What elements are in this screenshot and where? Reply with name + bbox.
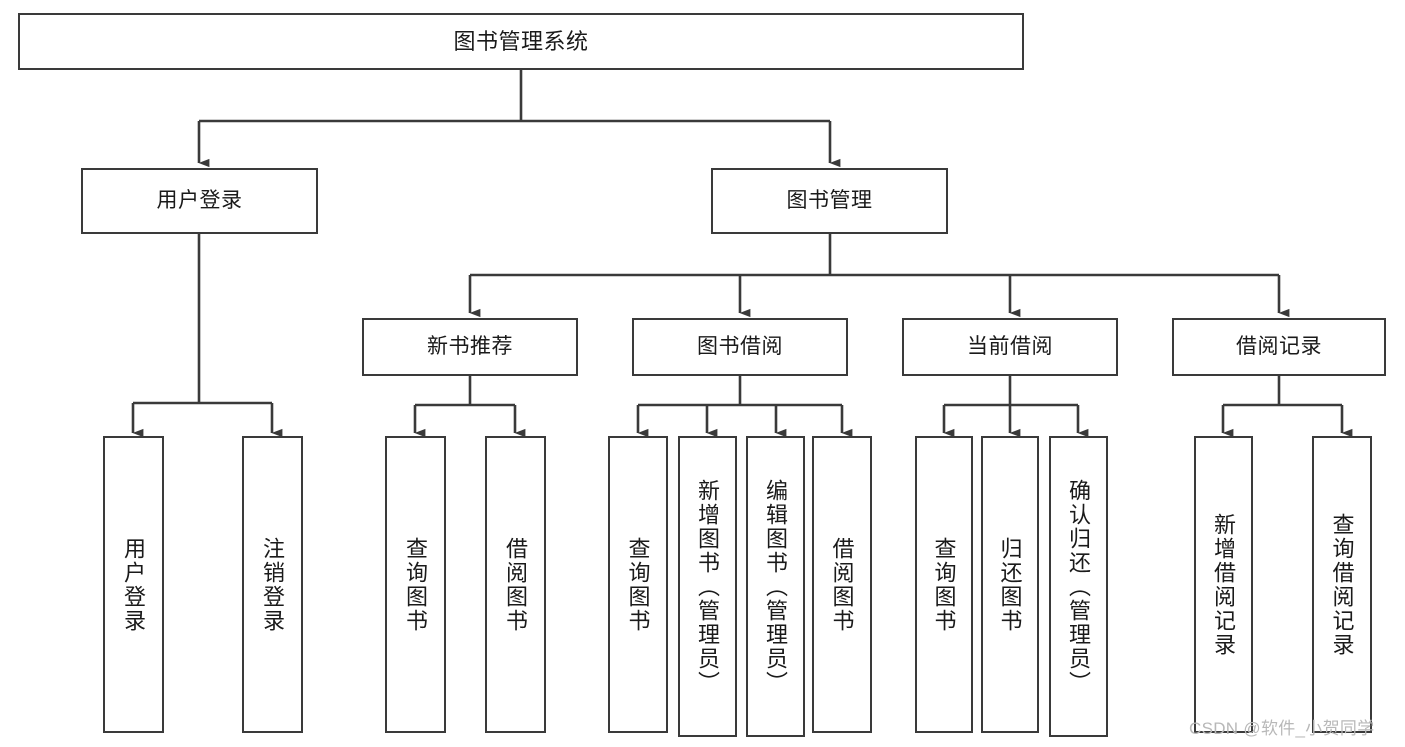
leaf-add-book-label: 新增图书（管理员）	[695, 478, 721, 695]
leaf-user-login-label: 用户登录	[121, 536, 147, 633]
node-new-book-recommend-label: 新书推荐	[427, 334, 513, 358]
leaf-query-book-3-label: 查询图书	[931, 536, 957, 633]
node-borrow-record[interactable]: 借阅记录	[1172, 318, 1386, 376]
leaf-query-record-label: 查询借阅记录	[1329, 512, 1355, 657]
leaf-query-book-2[interactable]: 查询图书	[608, 436, 668, 733]
node-current-borrow[interactable]: 当前借阅	[902, 318, 1118, 376]
leaf-borrow-book-2[interactable]: 借阅图书	[812, 436, 872, 733]
node-user-login[interactable]: 用户登录	[81, 168, 318, 234]
leaf-edit-book-label: 编辑图书（管理员）	[763, 478, 789, 695]
node-root-label: 图书管理系统	[453, 28, 589, 54]
leaf-borrow-book-2-label: 借阅图书	[829, 536, 855, 633]
leaf-query-book-1-label: 查询图书	[403, 536, 429, 633]
csdn-watermark: CSDN @软件_小贺同学	[1189, 719, 1375, 738]
leaf-edit-book[interactable]: 编辑图书（管理员）	[746, 436, 805, 737]
leaf-confirm-return[interactable]: 确认归还（管理员）	[1049, 436, 1108, 737]
leaf-add-record[interactable]: 新增借阅记录	[1194, 436, 1253, 733]
node-book-borrow-label: 图书借阅	[697, 334, 783, 358]
node-new-book-recommend[interactable]: 新书推荐	[362, 318, 578, 376]
leaf-confirm-return-label: 确认归还（管理员）	[1066, 478, 1092, 695]
leaf-query-record[interactable]: 查询借阅记录	[1312, 436, 1372, 733]
node-borrow-record-label: 借阅记录	[1236, 334, 1322, 358]
leaf-query-book-1[interactable]: 查询图书	[385, 436, 446, 733]
leaf-query-book-3[interactable]: 查询图书	[915, 436, 973, 733]
node-book-manage-label: 图书管理	[786, 188, 873, 212]
leaf-user-login[interactable]: 用户登录	[103, 436, 164, 733]
leaf-query-book-2-label: 查询图书	[625, 536, 651, 633]
node-book-borrow[interactable]: 图书借阅	[632, 318, 848, 376]
leaf-borrow-book-1-label: 借阅图书	[503, 536, 529, 633]
leaf-add-book[interactable]: 新增图书（管理员）	[678, 436, 737, 737]
node-book-manage[interactable]: 图书管理	[711, 168, 948, 234]
node-root[interactable]: 图书管理系统	[18, 13, 1024, 70]
leaf-add-record-label: 新增借阅记录	[1211, 512, 1237, 657]
leaf-return-book[interactable]: 归还图书	[981, 436, 1039, 733]
leaf-logout-label: 注销登录	[260, 536, 286, 633]
node-current-borrow-label: 当前借阅	[967, 334, 1053, 358]
leaf-borrow-book-1[interactable]: 借阅图书	[485, 436, 546, 733]
node-user-login-label: 用户登录	[156, 188, 243, 212]
leaf-return-book-label: 归还图书	[997, 536, 1023, 633]
leaf-logout[interactable]: 注销登录	[242, 436, 303, 733]
